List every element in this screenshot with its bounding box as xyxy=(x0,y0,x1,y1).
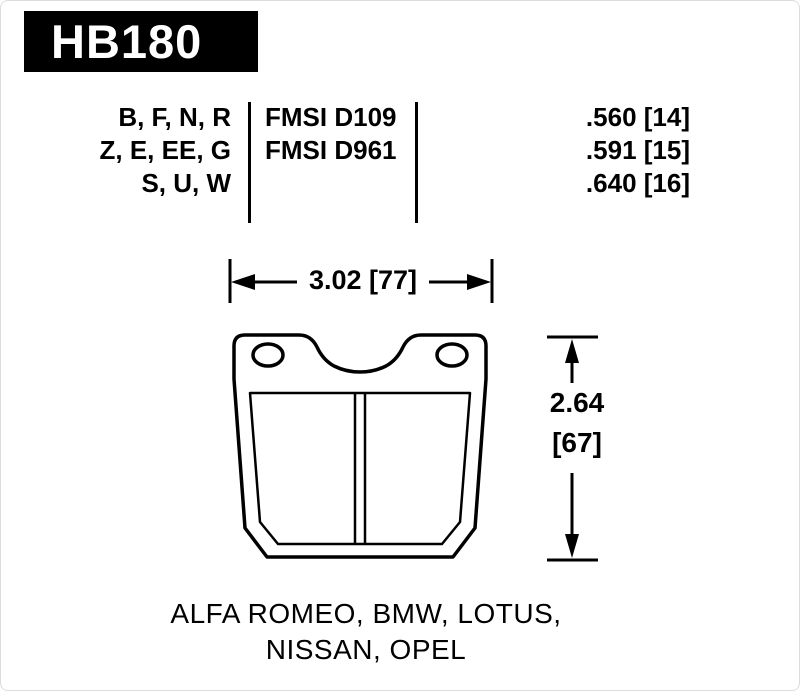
height-dimension-label-mm: [67] xyxy=(552,427,602,458)
arrow-right-icon xyxy=(467,274,491,290)
thickness-cell: .560 [14] xyxy=(585,102,690,132)
applications-line1: ALFA ROMEO, BMW, LOTUS, xyxy=(170,598,562,629)
applications-line2: NISSAN, OPEL xyxy=(265,634,467,665)
part-number: HB180 xyxy=(51,15,203,68)
compounds-cell: B, F, N, R xyxy=(118,102,231,132)
spec-table: B, F, N, R FMSI D109 .560 [14] Z, E, EE,… xyxy=(25,101,696,200)
table-column-divider xyxy=(248,102,251,223)
table-column-divider xyxy=(415,102,418,223)
arrow-left-icon xyxy=(231,274,255,290)
arrow-down-icon xyxy=(565,534,579,558)
pad-hole-left xyxy=(251,342,285,368)
compounds-cell: Z, E, EE, G xyxy=(99,135,231,165)
fmsi-cell: FMSI D961 xyxy=(265,135,397,165)
pad-outline xyxy=(232,333,488,559)
applications-list: ALFA ROMEO, BMW, LOTUS, NISSAN, OPEL xyxy=(1,596,731,668)
fmsi-cell: FMSI D109 xyxy=(265,102,397,132)
width-dimension-label: 3.02 [77] xyxy=(308,265,418,295)
thickness-cell: .591 [15] xyxy=(585,135,690,165)
arrow-up-icon xyxy=(565,339,579,363)
part-number-box: HB180 xyxy=(24,11,258,72)
compounds-cell: S, U, W xyxy=(141,168,231,198)
height-dimension-label-inches: 2.64 xyxy=(549,387,605,418)
thickness-cell: .640 [16] xyxy=(585,168,690,198)
pad-inner-outline xyxy=(248,391,472,546)
pad-hole-right xyxy=(435,342,469,368)
